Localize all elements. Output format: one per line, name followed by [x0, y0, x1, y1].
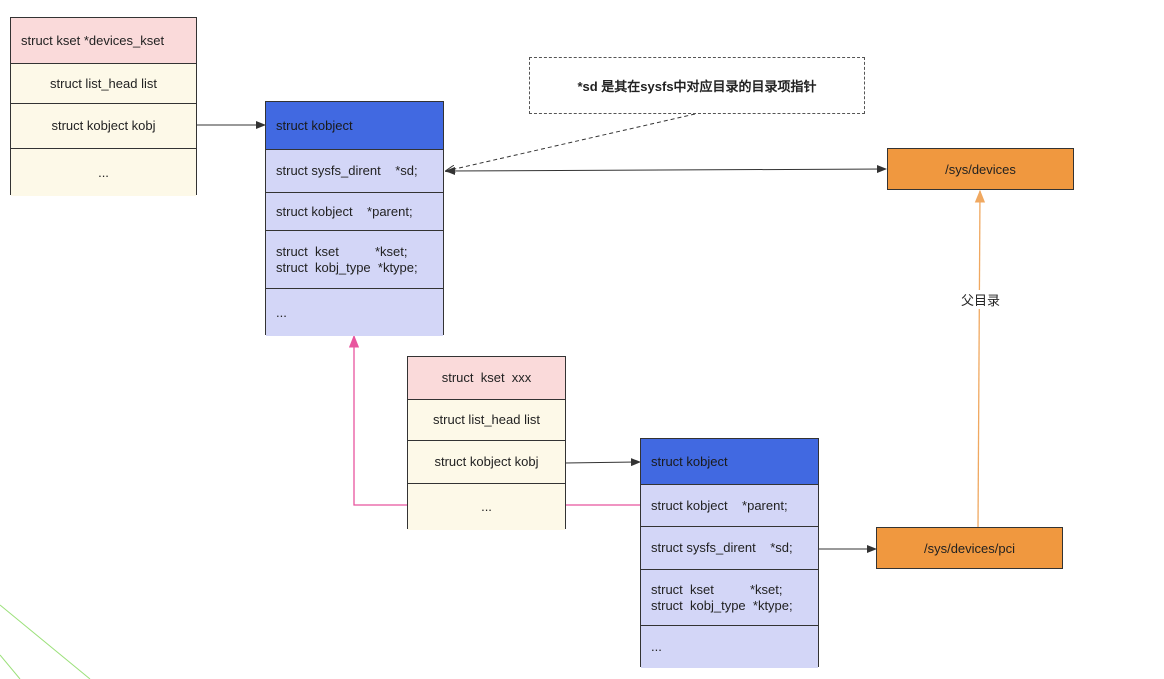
sys-devices-pci-node: /sys/devices/pci: [876, 527, 1063, 569]
sd-note: *sd 是其在sysfs中对应目录的目录项指针: [529, 57, 865, 114]
arrow-xxx-kobj-to-kobject: [564, 458, 641, 467]
kobject-top-more-field: ...: [266, 289, 443, 336]
kobject-bottom-kset-ktype-field: struct kset *kset; struct kobj_type *kty…: [641, 570, 818, 626]
devices-kset-list-field: struct list_head list: [11, 64, 196, 104]
parent-pointer-line: [348, 334, 407, 506]
kset-xxx-title: struct kset xxx: [408, 357, 565, 400]
arrow-sd-to-sys-devices: [445, 165, 887, 175]
devices-kset-more-field: ...: [11, 149, 196, 196]
kobject-bottom-parent-field: struct kobject *parent;: [641, 485, 818, 527]
kobject-top-parent-field: struct kobject *parent;: [266, 193, 443, 231]
kobject-bottom-struct: struct kobject struct kobject *parent; s…: [640, 438, 819, 668]
kobject-top-kset-ktype-field: struct kset *kset; struct kobj_type *kty…: [266, 231, 443, 289]
kset-xxx-more-field: ...: [408, 484, 565, 530]
kobject-top-struct: struct kobject struct sysfs_dirent *sd; …: [265, 101, 444, 336]
decorative-green-line: [0, 604, 91, 679]
kobject-top-title: struct kobject: [266, 102, 443, 150]
kset-xxx-list-field: struct list_head list: [408, 400, 565, 441]
devices-kset-struct: struct kset *devices_kset struct list_he…: [10, 17, 197, 196]
kset-xxx-struct: struct kset xxx struct list_head list st…: [407, 356, 566, 530]
decorative-green-line: [0, 654, 21, 679]
devices-kset-title: struct kset *devices_kset: [11, 18, 196, 64]
kobject-bottom-sd-field: struct sysfs_dirent *sd;: [641, 527, 818, 570]
kset-xxx-kobj-field: struct kobject kobj: [408, 441, 565, 484]
kobject-top-sd-field: struct sysfs_dirent *sd;: [266, 150, 443, 193]
devices-kset-kobj-field: struct kobject kobj: [11, 104, 196, 149]
parent-dir-label: 父目录: [961, 290, 1001, 309]
kobject-bottom-more-field: ...: [641, 626, 818, 668]
note-pointer: [446, 113, 696, 171]
kobject-bottom-title: struct kobject: [641, 439, 818, 485]
parent-dir-line: [974, 189, 986, 529]
sys-devices-node: /sys/devices: [887, 148, 1074, 190]
